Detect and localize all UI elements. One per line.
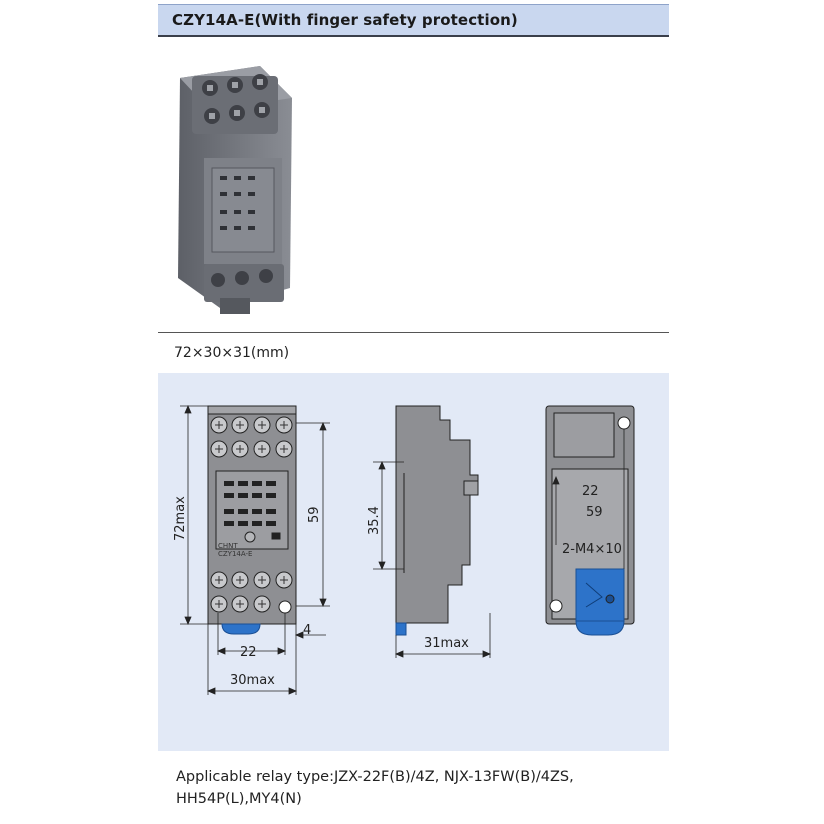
dimension-drawing-panel: CHNT CZY14A-E 72max 59 22 30max 4 — [158, 373, 669, 751]
back-dimension-lines — [552, 429, 625, 569]
section-header: CZY14A-E(With finger safety protection) — [158, 4, 669, 37]
product-photo — [178, 66, 292, 314]
dimension-drawing: CHNT CZY14A-E 72max 59 22 30max 4 — [173, 404, 635, 695]
back-pitch-large-label: 59 — [586, 505, 603, 520]
front-width-label: 30max — [230, 673, 275, 688]
section-divider — [158, 332, 669, 333]
overall-dimensions: 72×30×31(mm) — [174, 345, 290, 361]
back-view — [545, 405, 635, 636]
applicable-line-2: HH54P(L),MY4(N) — [176, 791, 302, 807]
section-title: CZY14A-E(With finger safety protection) — [172, 11, 518, 29]
front-offset-label: 4 — [303, 623, 311, 638]
brand-mark: CHNT — [218, 542, 238, 550]
side-view — [395, 405, 479, 636]
front-height-label: 72max — [173, 496, 188, 541]
applicable-line-1: Applicable relay type:JZX-22F(B)/4Z, NJX… — [176, 769, 574, 785]
model-mark: CZY14A-E — [218, 550, 252, 558]
front-pitch-label: 22 — [240, 645, 257, 660]
back-pitch-small-label: 22 — [582, 484, 599, 499]
back-screw-label: 2-M4×10 — [562, 542, 622, 557]
side-height-label: 35.4 — [367, 506, 382, 535]
side-dimension-lines — [373, 460, 492, 658]
applicable-relay-types: Applicable relay type:JZX-22F(B)/4Z, NJX… — [176, 766, 656, 810]
side-width-label: 31max — [424, 636, 469, 651]
front-dimension-lines — [180, 404, 330, 695]
front-view — [207, 405, 297, 635]
front-inner-height-label: 59 — [307, 506, 322, 523]
